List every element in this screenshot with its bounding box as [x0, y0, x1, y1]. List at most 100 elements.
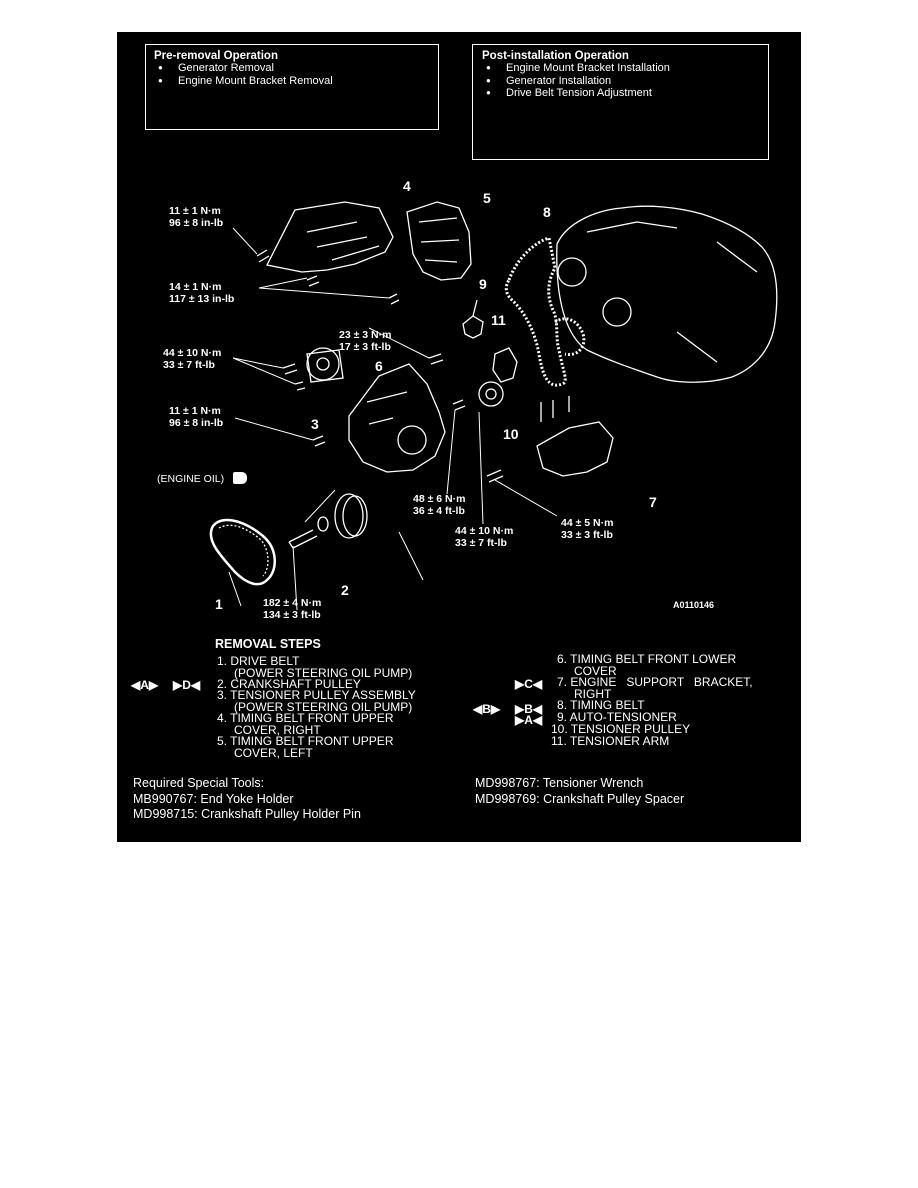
special-tools-right: MD998767: Tensioner Wrench MD998769: Cra… [475, 776, 684, 807]
bolt [294, 381, 306, 391]
part-number: 9 [479, 276, 487, 292]
bolt [306, 275, 320, 287]
crankshaft-pulley-bolt [288, 529, 318, 549]
removal-step-text: 3. TENSIONER PULLEY ASSEMBLY [217, 688, 416, 702]
torque-value-metric: 48 ± 6 N·m [413, 493, 466, 505]
part-number: 7 [649, 494, 657, 510]
engine-cam-boss [602, 297, 632, 327]
drive-belt [209, 518, 276, 586]
removal-step: 11. TENSIONER ARM [551, 735, 669, 748]
torque-value-imperial: 96 ± 8 in-lb [169, 216, 224, 229]
torque-value-metric: 182 ± 4 N·m [263, 597, 322, 609]
removal-step: 4. TIMING BELT FRONT UPPER COVER, RIGHT [217, 711, 394, 737]
removal-step-subtext: COVER, LEFT [234, 745, 313, 759]
step-marker: ▶B◀ [515, 702, 543, 716]
bolt [282, 363, 298, 375]
tensioner-arm [492, 347, 518, 383]
figure-code: A0110146 [673, 600, 715, 610]
torque-value-metric: 44 ± 10 N·m [163, 347, 222, 359]
special-tools-title: Required Special Tools: [133, 776, 265, 790]
removal-step-text: 7. ENGINE SUPPORT BRACKET, [557, 675, 753, 689]
removal-step-subtext: RIGHT [574, 686, 612, 701]
removal-step-text: 2. CRANKSHAFT PULLEY [217, 677, 361, 691]
bolt [486, 469, 504, 483]
torque-value-imperial: 17 ± 3 ft-lb [339, 340, 391, 353]
removal-step: 10. TENSIONER PULLEY [551, 723, 690, 736]
timing-belt-loop [554, 317, 586, 357]
upper-cover-left-ribs [418, 217, 460, 263]
torque-value-metric: 11 ± 1 N·m [169, 205, 221, 217]
post-installation-item: Drive Belt Tension Adjustment [482, 87, 768, 100]
upper-cover-right-ribs [306, 221, 380, 261]
torque-label: 14 ± 1 N·m 117 ± 13 in-lb [169, 281, 235, 305]
special-tool-item: MB990767: End Yoke Holder [133, 791, 294, 806]
timing-belt-removal-figure: Pre-removal Operation Generator Removal … [117, 32, 801, 842]
pre-removal-item: Engine Mount Bracket Removal [154, 75, 438, 88]
tensioner-pulley-hub [316, 357, 330, 371]
engine-support-studs [540, 396, 570, 422]
torque-label: 11 ± 1 N·m 96 ± 8 in-lb [169, 405, 223, 429]
engine-oil-label: (ENGINE OIL) [157, 473, 225, 485]
torque-value-imperial: 33 ± 3 ft-lb [561, 528, 613, 541]
step-marker: ▶A◀ [515, 713, 543, 727]
removal-step-text: 8. TIMING BELT [557, 698, 645, 712]
torque-value-imperial: 33 ± 7 ft-lb [455, 536, 507, 549]
torque-value-metric: 14 ± 1 N·m [169, 281, 222, 293]
engine-block-detail [586, 221, 758, 363]
part-number: 5 [483, 190, 491, 206]
special-tool-item: MD998769: Crankshaft Pulley Spacer [475, 791, 685, 806]
crankshaft-pulley-washer [317, 516, 329, 532]
special-tool-item: MD998715: Crankshaft Pulley Holder Pin [133, 807, 361, 821]
special-tools-left: Required Special Tools: MB990767: End Yo… [133, 776, 361, 823]
bolt [256, 249, 270, 263]
step-marker: ◀B▶ [473, 702, 501, 716]
engine-cam-boss [557, 257, 587, 287]
part-number: 10 [503, 426, 519, 442]
removal-step: 1. DRIVE BELT (POWER STEERING OIL PUMP) [217, 654, 413, 680]
torque-value-metric: 44 ± 5 N·m [561, 517, 614, 529]
engine-block-outline [556, 205, 778, 383]
bolt [428, 353, 444, 365]
oil-can-icon [233, 472, 247, 484]
torque-value-imperial: 33 ± 7 ft-lb [163, 358, 215, 371]
removal-step: 2. CRANKSHAFT PULLEY [217, 677, 361, 691]
post-installation-item: Generator Installation [482, 75, 768, 88]
removal-step-text: 6. TIMING BELT FRONT LOWER [557, 652, 737, 666]
lower-cover [348, 363, 446, 473]
auto-tensioner [462, 315, 484, 339]
step-marker: ▶C◀ [515, 677, 543, 691]
torque-value-metric: 11 ± 1 N·m [169, 405, 221, 417]
torque-label: 48 ± 6 N·m 36 ± 4 ft-lb [413, 493, 466, 517]
torque-value-metric: 44 ± 10 N·m [455, 525, 514, 537]
bolt [388, 293, 400, 305]
crankshaft-pulley [334, 493, 364, 539]
removal-step-subtext: (POWER STEERING OIL PUMP) [234, 665, 413, 680]
part-number: 11 [491, 312, 506, 328]
lower-cover-ribs [366, 391, 408, 425]
torque-label: 182 ± 4 N·m 134 ± 3 ft-lb [263, 597, 322, 621]
torque-label: 23 ± 3 N·m 17 ± 3 ft-lb [339, 329, 392, 353]
part-number: 1 [215, 596, 223, 612]
torque-value-imperial: 134 ± 3 ft-lb [263, 608, 321, 621]
upper-cover-right [266, 201, 394, 273]
part-number: 2 [341, 582, 349, 598]
removal-step-text: 4. TIMING BELT FRONT UPPER [217, 711, 394, 725]
removal-step-subtext: COVER [574, 663, 617, 678]
removal-step-subtext: COVER, RIGHT [234, 722, 321, 737]
removal-step-text: 5. TIMING BELT FRONT UPPER [217, 736, 394, 748]
tensioner-pulley-center [485, 388, 497, 400]
post-installation-title: Post-installation Operation [482, 50, 629, 62]
part-number: 6 [375, 358, 383, 374]
bolt [312, 435, 326, 447]
removal-step: 5. TIMING BELT FRONT UPPER COVER, LEFT [217, 736, 393, 759]
part-number: 4 [403, 178, 411, 194]
step-marker: ◀A▶ [131, 678, 159, 692]
torque-value-imperial: 117 ± 13 in-lb [169, 292, 235, 305]
torque-value-metric: 23 ± 3 N·m [339, 329, 392, 341]
upper-cover-left [406, 201, 472, 281]
torque-label: 44 ± 5 N·m 33 ± 3 ft-lb [561, 517, 614, 541]
removal-step: 6. TIMING BELT FRONT LOWER COVER [557, 652, 737, 678]
removal-step-text: 1. DRIVE BELT [217, 654, 300, 668]
engine-exploded-view [209, 201, 778, 611]
leader-line [228, 227, 558, 611]
